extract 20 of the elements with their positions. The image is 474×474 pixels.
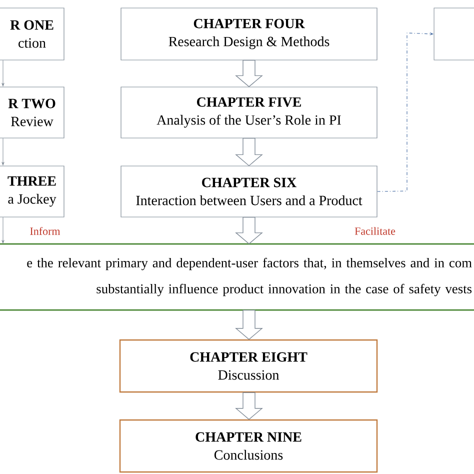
chapter-box: R ONE ction bbox=[0, 8, 64, 60]
block-arrow bbox=[235, 216, 263, 244]
chapter-box: CHAPTER NINE Conclusions bbox=[119, 419, 378, 473]
chapter-box: CHAPTER EIGHT Discussion bbox=[119, 339, 378, 393]
statement-band: e the relevant primary and dependent-user factors that, in themselves and in com substantially influence product innovation in the case of safety vests bbox=[0, 243, 474, 311]
block-arrow bbox=[235, 60, 263, 88]
block-arrow bbox=[235, 392, 263, 420]
chapter-box bbox=[434, 8, 474, 60]
chapter-box: THREE a Jockey bbox=[0, 166, 64, 218]
chapter-box: CHAPTER FIVE Analysis of the User’s Role in PI bbox=[120, 86, 378, 138]
block-arrow bbox=[235, 310, 263, 340]
arrow bbox=[2, 217, 4, 244]
chapter-box: R TWO Review bbox=[0, 86, 64, 138]
block-arrow bbox=[235, 138, 263, 166]
flow-label: Facilitate bbox=[354, 227, 396, 235]
arrow bbox=[2, 60, 4, 86]
chapter-box: CHAPTER FOUR Research Design & Methods bbox=[120, 8, 378, 60]
chapter-box: CHAPTER SIX Interaction between Users and a Product bbox=[120, 166, 378, 218]
flow-label: Inform bbox=[30, 227, 60, 235]
arrow bbox=[2, 138, 4, 166]
